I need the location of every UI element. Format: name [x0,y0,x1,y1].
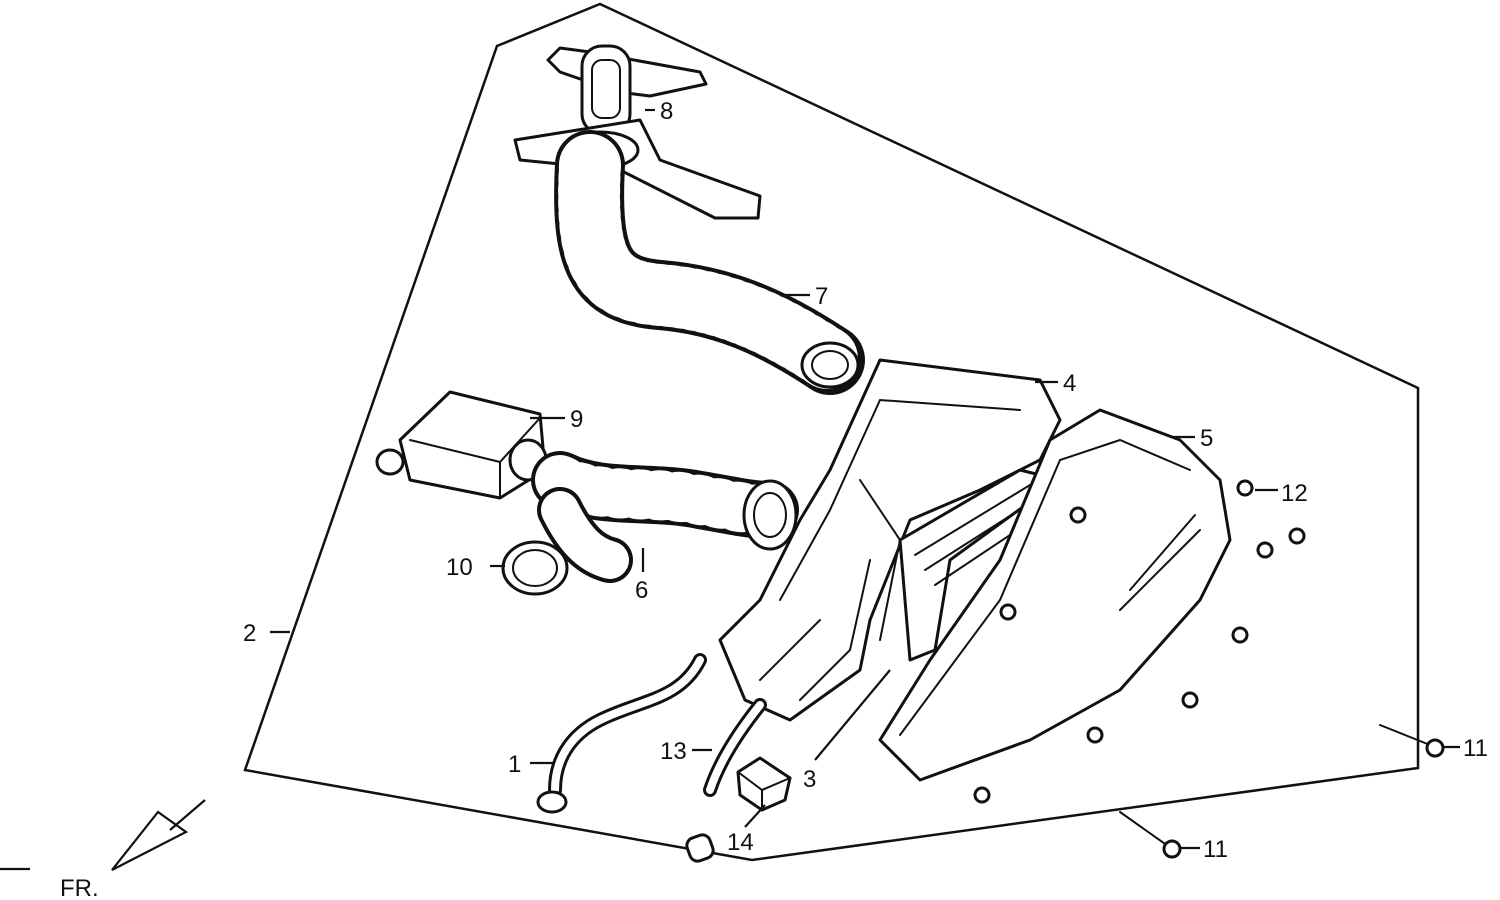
callout-1: 1 [508,751,521,778]
part-1-drain-hose[interactable] [536,653,707,814]
callout-4: 4 [1063,370,1076,397]
part-14-sponge-block[interactable] [736,756,792,812]
part-13-drain-hose[interactable] [685,698,767,863]
callout-3: 3 [803,766,816,793]
callout-13: 13 [660,738,687,765]
leader-lines [270,108,1460,850]
part-6-lower-duct[interactable] [531,451,799,583]
callout-11-right: 11 [1463,735,1488,762]
direction-label: FR. [60,875,99,900]
callout-7: 7 [815,283,828,310]
screws[interactable] [973,479,1306,804]
assembly-boundary [243,2,1420,862]
front-direction-arrow [0,799,206,871]
callout-6: 6 [635,577,648,604]
part-11-bolts[interactable] [1119,724,1445,859]
part-10-hose-clamp[interactable] [501,540,569,596]
part-9-resonator-box[interactable] [375,390,548,500]
callout-2: 2 [243,620,256,647]
part-4-air-cleaner-case[interactable] [718,358,1062,722]
callout-11-bottom: 11 [1203,836,1228,863]
callout-9: 9 [570,406,583,433]
part-7-upper-duct[interactable] [554,130,865,395]
callout-14: 14 [727,829,754,856]
part-8-intake-snorkel[interactable] [513,44,762,220]
callout-5: 5 [1200,425,1213,452]
part-5-air-cleaner-cover[interactable] [878,408,1232,782]
callout-10: 10 [446,554,473,581]
callout-12: 12 [1281,480,1308,507]
part-3-filter-element[interactable] [898,468,1062,662]
callout-8: 8 [660,98,673,125]
